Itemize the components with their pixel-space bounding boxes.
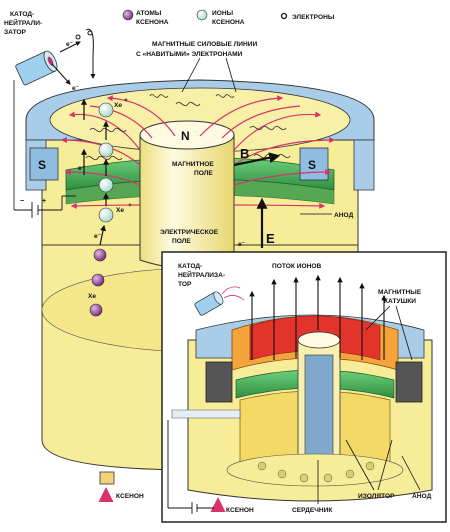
ion-particle [98, 207, 114, 223]
inset-xenon-label: КСЕНОН [226, 507, 254, 514]
electric-field-label-1: ЭЛЕКТРИЧЕСКОЕ [160, 229, 219, 236]
ion-label-mid: Xe [116, 207, 124, 214]
legend-electrons-label: ЭЛЕКТРОНЫ [292, 14, 335, 21]
minus-sign: − [20, 196, 24, 205]
ion-particle [98, 142, 114, 158]
coils-label-2: КАТУШКИ [384, 298, 416, 305]
legend-atom-icon [122, 9, 134, 21]
atom-particle [89, 303, 103, 317]
field-lines-label-1: МАГНИТНЫЕ СИЛОВЫЕ ЛИНИИ [152, 41, 258, 48]
magnetic-field-label-2: ПОЛЕ [194, 170, 213, 177]
thruster-body: S S N [25, 79, 375, 471]
e-vector-label: E [266, 231, 275, 246]
electric-field-label-2: ПОЛЕ [172, 238, 191, 245]
coils-label-1: МАГНИТНЫЕ [378, 289, 422, 296]
ion-particle [98, 102, 114, 118]
ion-particle [98, 177, 114, 193]
cathode-neutralizer: КАТОД- НЕЙТРАЛИ- ЗАТОР e⁻ e⁻ [4, 11, 96, 210]
legend-atoms-label-2: КСЕНОНА [136, 19, 169, 26]
power-circuit [14, 195, 76, 218]
cathode-electron-1: e⁻ [66, 41, 74, 48]
xenon-inlet-label: КСЕНОН [116, 493, 144, 500]
magnetic-field-lines [60, 95, 336, 209]
electron-label: e⁻ [238, 241, 246, 248]
cathode-electron-2: e⁻ [72, 85, 80, 92]
ion-plus-top: + [124, 97, 128, 104]
xenon-particles: Xe + Xe + Xe e⁻ e⁻ [78, 97, 132, 317]
ion-flow-label: ПОТОК ИОНОВ [272, 263, 321, 270]
legend: АТОМЫ КСЕНОНА ИОНЫ КСЕНОНА ЭЛЕКТРОНЫ [122, 9, 335, 26]
inset-cathode-label-2: НЕЙТРАЛИЗА- [178, 270, 225, 279]
legend-electron-icon [280, 12, 288, 20]
atom-label: Xe [88, 293, 96, 300]
core-label: СЕРДЕЧНИК [292, 507, 333, 514]
legend-ions-label-1: ИОНЫ [212, 10, 234, 17]
inset-cathode-label-3: ТОР [178, 281, 192, 288]
south-pole-left: S [38, 158, 46, 172]
inset-cathode-label-1: КАТОД- [178, 263, 202, 270]
electron-label: e⁻ [94, 233, 102, 240]
atom-particle [93, 248, 107, 262]
legend-ion-icon [196, 9, 208, 21]
ion-label-top: Xe [114, 102, 122, 109]
xenon-inlet: КСЕНОН [98, 471, 144, 502]
inset-panel: КАТОД- НЕЙТРАЛИЗА- ТОР ПОТОК ИОНОВ МАГНИ… [161, 251, 447, 523]
anode-label: АНОД [334, 212, 354, 219]
south-pole-right: S [308, 158, 316, 172]
north-pole: N [181, 129, 190, 143]
field-lines-label-2: С «НАВИТЫМИ» ЭЛЕКТРОНАМИ [136, 51, 243, 58]
insulator-label: ИЗОЛЯТОР [358, 493, 395, 500]
legend-atoms-label-1: АТОМЫ [136, 10, 162, 17]
b-vector-label: B [240, 146, 249, 161]
cathode-label-3: ЗАТОР [4, 29, 27, 36]
electron-label: e⁻ [78, 165, 86, 172]
inset-anode-label: АНОД [412, 493, 432, 500]
atom-particle [91, 273, 105, 287]
cathode-label-2: НЕЙТРАЛИ- [4, 18, 42, 27]
magnetic-field-label-1: МАГНИТНОЕ [172, 161, 214, 168]
cathode-label-1: КАТОД- [10, 11, 34, 18]
field-vectors: МАГНИТНОЕ ПОЛЕ B ЭЛЕКТРИЧЕСКОЕ ПОЛЕ E e⁻ [160, 146, 281, 248]
legend-ions-label-2: КСЕНОНА [212, 19, 245, 26]
ion-plus-mid: + [128, 202, 132, 209]
plus-sign: + [42, 196, 46, 205]
